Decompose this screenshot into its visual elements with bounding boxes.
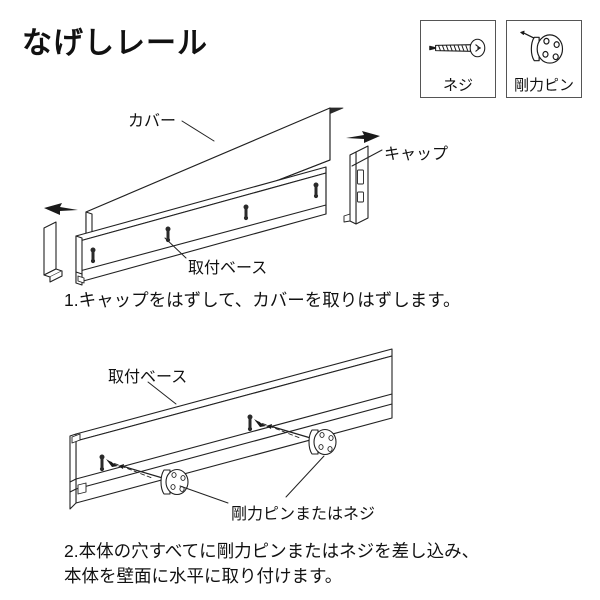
legend-item-screw: ネジ [420,20,496,98]
leader-cover [181,120,215,142]
label-mounting-base-2: 取付ベース [108,369,188,386]
legend-label-pin: 剛力ピン [513,77,574,94]
right-arrow-icon [346,131,380,143]
cover-top-flange [85,107,344,213]
step-2-line-2: 本体を壁面に水平に取り付けます。 [64,566,343,586]
right-cap-part [343,145,369,225]
insertion-guide [107,420,301,479]
step-2-text: 2.本体の穴すべてに剛力ピンまたはネジを差し込み、 本体を壁面に水平に取り付けま… [64,539,479,589]
label-cap: キャップ [384,146,449,163]
label-pin-or-screw: 剛力ピンまたはネジ [231,506,376,523]
keyhole-slot [99,414,253,472]
keyhole-slot [90,182,319,264]
label-cover: カバー [128,113,177,130]
label-mounting-base-1: 取付ベース [188,260,268,277]
legend-label-screw: ネジ [442,77,473,94]
left-arrow-icon [44,203,78,215]
leader-base-1 [164,237,187,259]
step-1-text: 1.キャップをはずして、カバーを取りはずします。 [64,290,461,310]
screw-icon [429,38,486,58]
leader-pin-2 [285,455,325,498]
strong-pin-icon [266,424,337,456]
leader-pin-1 [179,485,229,504]
strong-pin-icon [118,464,189,496]
legend-item-pin: 剛力ピン [506,20,582,98]
step-2-line-1: 2.本体の穴すべてに剛力ピンまたはネジを差し込み、 [64,541,480,561]
page-title: なげしレール [22,27,208,60]
left-cap-part [43,221,63,283]
strong-pin-icon [520,30,564,64]
leader-cap [351,149,383,167]
